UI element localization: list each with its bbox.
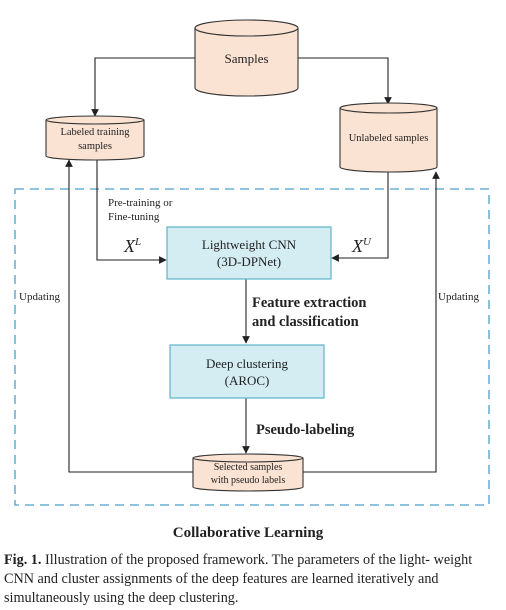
xu-superscript: U <box>363 236 372 248</box>
xu-base: X <box>351 236 364 256</box>
updating-right-bg <box>437 288 488 304</box>
group-title: Collaborative Learning <box>173 525 324 541</box>
feature-extraction-label-1: Feature extraction <box>252 295 366 311</box>
xu-label: XU <box>351 236 372 256</box>
pretrain-label-1: Pre-training or <box>108 197 173 209</box>
xl-label: XL <box>123 236 141 256</box>
cnn-label-2: (3D-DPNet) <box>217 254 281 269</box>
arrow-updating-left <box>65 159 193 473</box>
selected-samples-label-1: Selected samples <box>214 462 283 473</box>
samples-label: Samples <box>224 51 268 66</box>
feature-extraction-label-2: and classification <box>252 314 359 330</box>
labeled-samples-label-2: samples <box>78 141 112 152</box>
labeled-samples-label-1: Labeled training <box>60 127 130 138</box>
clustering-node: Deep clustering (AROC) <box>169 344 325 399</box>
updating-right-label: Updating <box>438 291 479 303</box>
arrow-samples-to-unlabeled <box>298 57 392 105</box>
connectors <box>65 57 440 473</box>
updating-left-label: Updating <box>19 291 60 303</box>
pseudo-labeling-label: Pseudo-labeling <box>256 422 355 438</box>
clustering-label-2: (AROC) <box>225 373 270 388</box>
arrow-labeled-to-cnn <box>96 160 167 264</box>
samples-node: Samples <box>194 19 299 97</box>
labeled-samples-node: Labeled training samples <box>45 115 145 161</box>
selected-samples-label-2: with pseudo labels <box>211 475 286 486</box>
pretrain-label-2: Fine-tuning <box>108 211 160 223</box>
figure-caption: Fig. 1. Illustration of the proposed fra… <box>4 551 504 608</box>
unlabeled-samples-label: Unlabeled samples <box>349 133 429 144</box>
cnn-label-1: Lightweight CNN <box>202 237 297 252</box>
caption-text: Illustration of the proposed framework. … <box>4 552 473 606</box>
selected-samples-node: Selected samples with pseudo labels <box>192 453 304 492</box>
arrow-unlabeled-to-cnn <box>331 172 389 262</box>
cnn-node: Lightweight CNN (3D-DPNet) <box>166 226 332 280</box>
arrow-updating-right <box>303 171 440 473</box>
unlabeled-samples-node: Unlabeled samples <box>339 102 438 173</box>
arrow-samples-to-labeled <box>91 57 195 117</box>
updating-left-bg <box>18 288 68 304</box>
xl-superscript: L <box>134 236 141 248</box>
clustering-label-1: Deep clustering <box>206 356 288 371</box>
xl-base: X <box>123 236 136 256</box>
caption-label: Fig. 1. <box>4 552 42 568</box>
collaborative-learning-region <box>14 188 490 506</box>
